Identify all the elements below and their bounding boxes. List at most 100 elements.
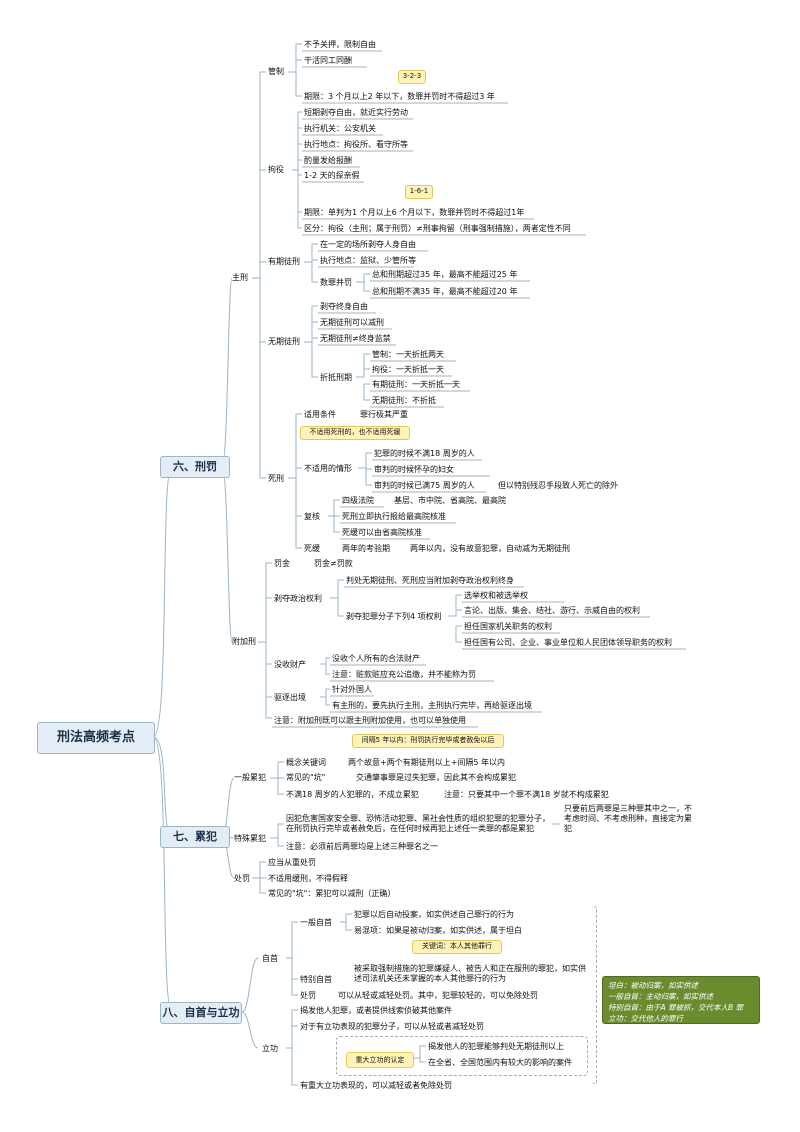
merit-title: 立功	[262, 1044, 278, 1053]
section-surrender-merit: 八、自首与立功	[160, 1002, 242, 1024]
na-item: 审判的时候怀孕的妇女	[374, 465, 454, 474]
juyi-item: 酌量发给报酬	[304, 156, 352, 165]
pit-label: 常见的"坑"	[286, 773, 326, 782]
confiscate-item: 没收个人所有的合法财产	[332, 654, 420, 663]
deport-item: 有主刑的，要先执行主刑，主刑执行完毕，再给驱逐出境	[332, 701, 532, 710]
keyword-value: 两个故意+两个有期徒刑以上+间隔5 年以内	[348, 758, 506, 767]
summary-line: 坦白：被动归案，如实供述	[608, 981, 698, 990]
major-merit-item: 在全省、全国范围内有较大的影响的案件	[428, 1058, 572, 1067]
review-item: 基层、市中院、省高院、最高院	[394, 496, 506, 505]
attach-note: 注意：附加刑既可以跟主刑附加使用，也可以单独使用	[274, 716, 466, 725]
reprieve-title: 死缓	[304, 544, 320, 553]
surrender-punish-label: 处罚	[300, 991, 316, 1000]
summary-line: 一般自首：主动归案，如实供述	[608, 992, 713, 1001]
root-topic: 刑法高频考点	[37, 722, 155, 754]
main-penalty-title: 主刑	[232, 273, 248, 282]
combine-title: 数罪并罚	[320, 278, 352, 287]
review-item: 死刑立即执行报给最高院核准	[342, 512, 446, 521]
merit-item: 揭发他人犯罪，或者提供线索侦破其他案件	[300, 1006, 452, 1015]
deport-item: 针对外国人	[332, 685, 372, 694]
juyi-item: 期限：单判为1 个月以上6 个月以下，数罪并罚时不得超过1年	[304, 208, 525, 217]
offset-title: 折抵刑期	[320, 373, 352, 382]
special-note: 注意：必须前后两罪均是上述三种罪名之一	[286, 842, 438, 851]
na-item: 犯罪的时候不满18 周岁的人	[374, 449, 475, 458]
deport-title: 驱逐出境	[274, 693, 306, 702]
confiscate-title: 没收财产	[274, 660, 306, 669]
review-item: 四级法院	[342, 496, 374, 505]
guanzhi-item: 不予关押，限制自由	[304, 40, 376, 49]
review-title: 复核	[304, 512, 320, 521]
right-item: 担任国有公司、企业、事业单位和人民团体领导职务的权利	[464, 638, 672, 647]
surrender-title: 自首	[262, 954, 278, 963]
review-item: 死缓可以由省高院核准	[342, 528, 422, 537]
guanzhi-note: 3-2-3	[398, 70, 426, 84]
fine-title: 罚金	[274, 559, 290, 568]
general-surrender-item: 犯罪以后自动投案，如实供述自己罪行的行为	[354, 910, 514, 919]
offset-item: 有期徒刑：一天折抵一天	[372, 380, 460, 389]
special-recid-title: 特殊累犯	[234, 834, 266, 843]
surrender-keyword-note: 关键词：本人其他罪行	[412, 940, 502, 954]
juyi-note: 1-6-1	[405, 185, 433, 199]
section-recidivism: 七、累犯	[160, 826, 230, 848]
confiscate-item: 注意：赃款赃应充公追缴，并不能称为罚	[332, 670, 476, 679]
general-surrender-title: 一般自首	[300, 918, 332, 927]
wuqi-item: 剥夺终身自由	[320, 302, 368, 311]
deprive-first: 判处无期徒刑、死刑应当附加剥夺政治权利终身	[346, 576, 514, 585]
recid-punish-item: 应当从重处罚	[268, 858, 316, 867]
guanzhi-item: 期限：3 个月以上2 年以下，数罪并罚时不得超过3 年	[304, 92, 495, 101]
juyi-title: 拘役	[268, 165, 284, 174]
right-item: 担任国家机关职务的权利	[464, 622, 552, 631]
section-penalty: 六、刑罚	[160, 456, 230, 478]
apply-value: 罪行极其严重	[360, 410, 408, 419]
special-text: 因犯危害国家安全罪、恐怖活动犯罪、黑社会性质的组织犯罪的犯罪分子，在刑罚执行完毕…	[286, 814, 550, 833]
minor-value: 注意：只要其中一个罪不满18 岁就不构成累犯	[444, 790, 609, 799]
combine-item: 总和刑期不满35 年，最高不能超过20 年	[372, 287, 518, 296]
wuqi-title: 无期徒刑	[268, 337, 300, 346]
sixing-note: 不适用死刑的，也不适用死缓	[300, 426, 410, 440]
merit-item: 对于有立功表现的犯罪分子，可以从轻或者减轻处罚	[300, 1022, 484, 1031]
major-merit-effect: 有重大立功表现的，可以减轻或者免除处罚	[300, 1081, 452, 1090]
general-surrender-item: 易混项：如果是被动归案，如实供述，属于坦白	[354, 926, 522, 935]
keyword-label: 概念关键词	[286, 758, 326, 767]
summary-box: 坦白：被动归案，如实供述 一般自首：主动归案，如实供述 特别自首：由于A 罪被抓…	[602, 976, 760, 1024]
summary-line: 特别自首：由于A 罪被抓，交代本人B 罪	[608, 1003, 744, 1012]
na-exception: 但以特别残忍手段致人死亡的除外	[498, 481, 618, 490]
deprive-title: 剥夺政治权利	[274, 594, 322, 603]
sixing-title: 死刑	[268, 474, 284, 483]
youqi-item: 执行地点：监狱、少管所等	[320, 256, 416, 265]
recid-punish-item: 不适用缓刑，不得假释	[268, 874, 348, 883]
special-side: 只要前后两罪是三种罪其中之一，不考虑时间、不考虑刑种，直接定为累犯	[564, 804, 692, 833]
recid-punish-title: 处罚	[234, 874, 250, 883]
major-merit-item: 揭发他人的犯罪能够判处无期徒刑以上	[428, 1042, 564, 1051]
apply-label: 适用条件	[304, 410, 336, 419]
recid-note: 间隔5 年以内：刑罚执行完毕或者赦免以后	[352, 734, 504, 748]
additional-title: 附加刑	[232, 637, 256, 646]
youqi-title: 有期徒刑	[268, 257, 300, 266]
pit-value: 交通肇事罪是过失犯罪，因此其不会构成累犯	[356, 773, 516, 782]
youqi-item: 在一定的场所剥夺人身自由	[320, 240, 416, 249]
juyi-item: 区分：拘役（主刑；属于刑罚）≠刑事拘留（刑事强制措施），两者定性不同	[304, 224, 571, 233]
general-recid-title: 一般累犯	[234, 773, 266, 782]
recid-punish-item: 常见的"坑"：累犯可以减刑（正确）	[268, 889, 396, 898]
guanzhi-title: 管制	[268, 67, 284, 76]
right-item: 言论、出版、集会、结社、游行、示威自由的权利	[464, 606, 640, 615]
juyi-item: 执行地点：拘役所、看守所等	[304, 140, 408, 149]
fine-value: 罚金≠罚款	[314, 559, 353, 568]
combine-item: 总和刑期超过35 年，最高不能超过25 年	[372, 270, 518, 279]
guanzhi-item: 干活同工同酬	[304, 56, 352, 65]
reprieve-item: 两年的考验期	[342, 544, 390, 553]
offset-item: 无期徒刑：不折抵	[372, 396, 436, 405]
na-item: 审判的时候已满75 周岁的人	[374, 481, 475, 490]
juyi-item: 执行机关：公安机关	[304, 124, 376, 133]
special-surrender-text: 被采取强制措施的犯罪嫌疑人、被告人和正在服刑的罪犯，如实供述司法机关还未掌握的本…	[354, 964, 586, 983]
juyi-item: 1-2 天的探亲假	[304, 171, 360, 180]
reprieve-item: 两年以内，没有故意犯罪，自动减为无期徒刑	[410, 544, 570, 553]
wuqi-item: 无期徒刑≠终身监禁	[320, 334, 391, 343]
special-surrender-title: 特别自首	[300, 975, 332, 984]
na-title: 不适用的情形	[304, 464, 352, 473]
deprive-four: 剥夺犯罪分子下列4 项权利	[346, 612, 442, 621]
offset-item: 拘役：一天折抵一天	[372, 365, 444, 374]
offset-item: 管制：一天折抵两天	[372, 350, 444, 359]
surrender-punish-value: 可以从轻或减轻处罚。其中，犯罪较轻的，可以免除处罚	[338, 991, 538, 1000]
wuqi-item: 无期徒刑可以减刑	[320, 318, 384, 327]
